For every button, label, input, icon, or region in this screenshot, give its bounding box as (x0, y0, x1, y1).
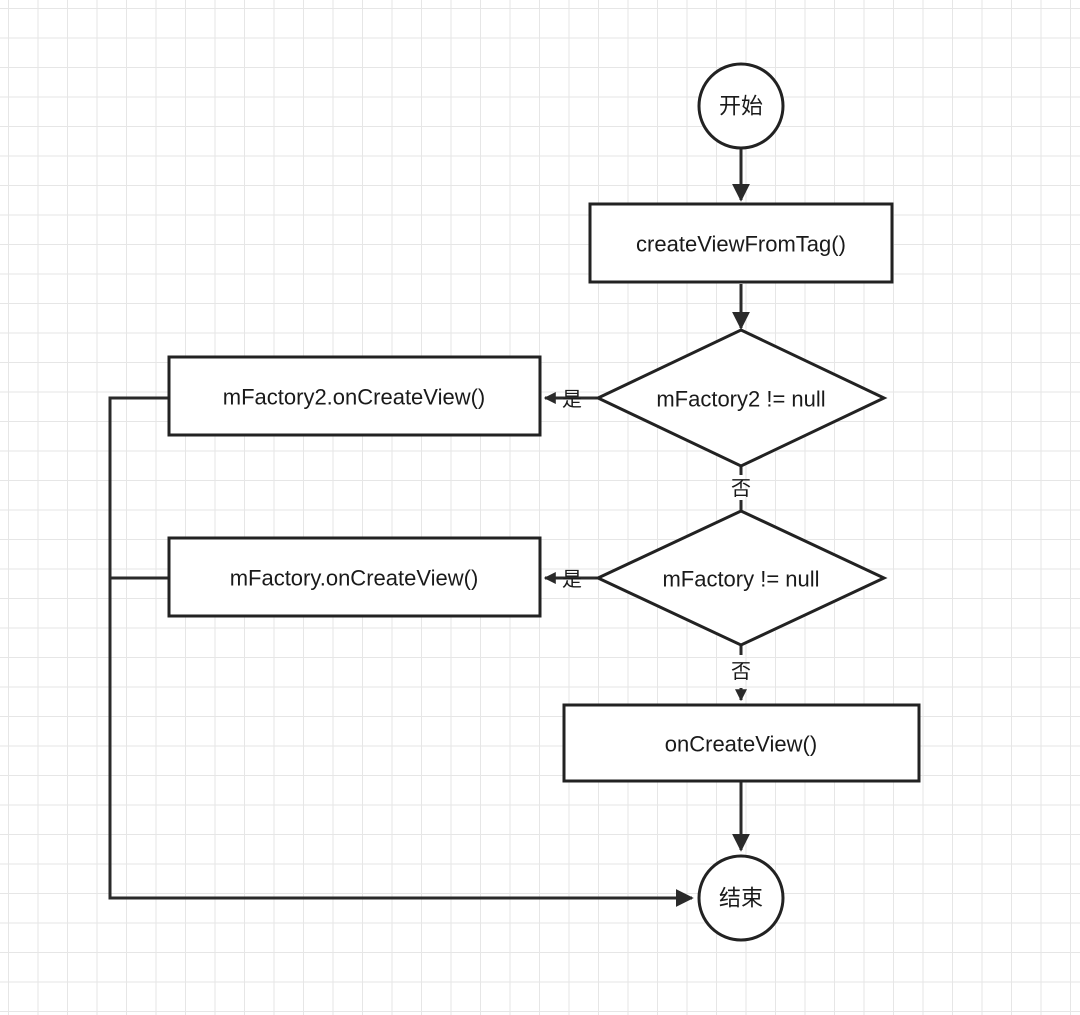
check-factory2-node: mFactory2 != null (594, 328, 888, 468)
edge-factories-to-end (108, 396, 694, 907)
edges (108, 148, 750, 907)
factory2-create-label: mFactory2.onCreateView() (223, 385, 485, 410)
factory-no-label: 否 (731, 659, 751, 683)
end-node: 结束 (697, 854, 785, 942)
factory-create-label: mFactory.onCreateView() (230, 566, 479, 591)
create-view-from-tag-label: createViewFromTag() (636, 232, 846, 257)
create-view-from-tag-node: createViewFromTag() (588, 202, 894, 284)
check-factory-node: mFactory != null (594, 509, 888, 647)
on-create-view-label: onCreateView() (665, 732, 817, 757)
factory-create-node: mFactory.onCreateView() (167, 536, 542, 618)
on-create-view-node: onCreateView() (562, 703, 921, 783)
check-factory-label: mFactory != null (662, 567, 819, 592)
factory2-create-node: mFactory2.onCreateView() (167, 355, 542, 437)
start-node: 开始 (697, 62, 785, 150)
start-label: 开始 (719, 94, 763, 119)
end-label: 结束 (719, 886, 763, 911)
factory-yes-label: 是 (562, 567, 582, 591)
factory2-yes-label: 是 (562, 387, 582, 411)
factory2-no-label: 否 (731, 476, 751, 500)
edge-labels: 是 否 是 否 (562, 387, 751, 683)
check-factory2-label: mFactory2 != null (656, 387, 825, 412)
